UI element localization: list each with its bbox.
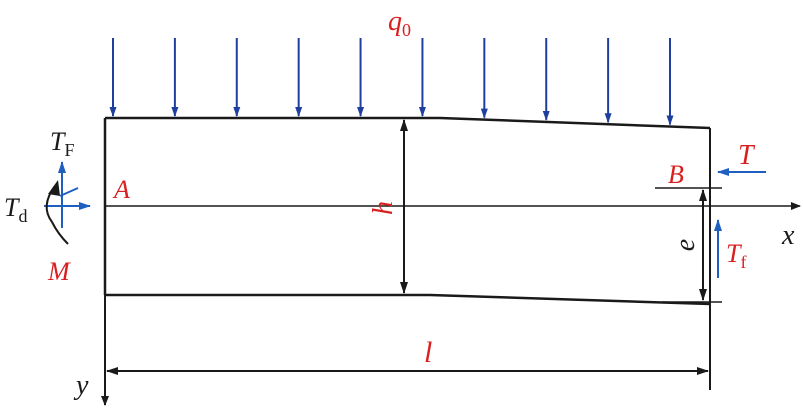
- e-label: e: [670, 239, 701, 251]
- h-label: h: [368, 201, 399, 215]
- y-label: y: [73, 370, 89, 401]
- moment-arc: [45, 185, 69, 245]
- td-tick: [59, 187, 79, 197]
- a-label: A: [112, 175, 130, 204]
- m-label: M: [47, 257, 71, 286]
- beam-bottom-edge: [105, 293, 711, 306]
- moment-arrow-head: [48, 180, 60, 196]
- tf-top-label: TF: [50, 127, 74, 160]
- l-label: l: [424, 336, 432, 369]
- b-label: B: [668, 160, 684, 189]
- distributed-load-arrows: [109, 38, 674, 126]
- q0-label: q0: [388, 6, 411, 40]
- tf-right-label: Tf: [726, 239, 746, 272]
- td-label: Td: [4, 193, 27, 226]
- t-label: T: [738, 140, 756, 171]
- beam-top-edge: [105, 116, 711, 130]
- x-label: x: [781, 220, 795, 251]
